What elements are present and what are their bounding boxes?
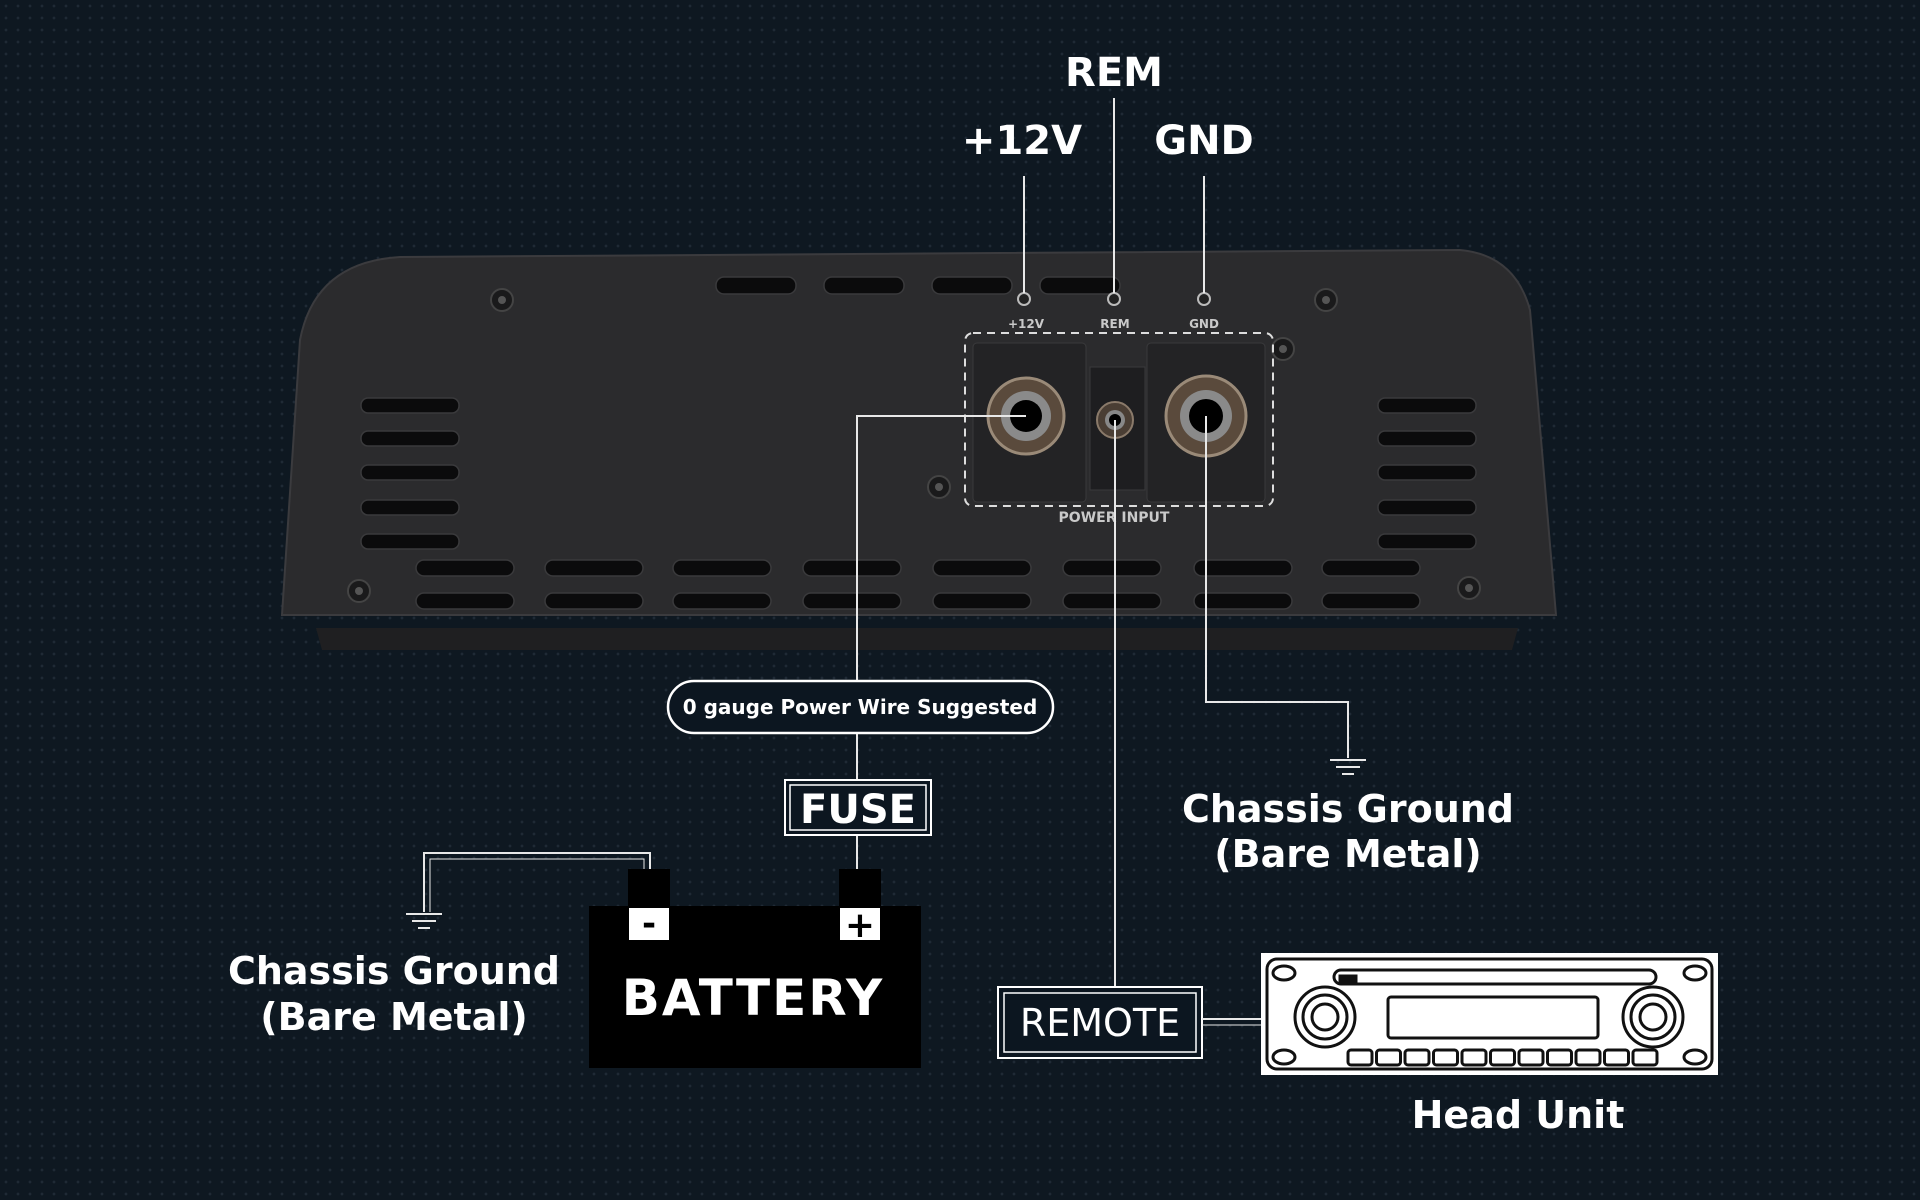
vent-slot — [802, 559, 902, 577]
vent-slot — [1039, 276, 1121, 295]
vent-slot — [360, 397, 460, 414]
vent-slot — [1321, 559, 1421, 577]
vent-slot — [931, 276, 1013, 295]
head-unit-illustration — [1261, 953, 1718, 1075]
power-input-outline — [964, 332, 1274, 507]
chassis-ground-left-line2: (Bare Metal) — [260, 995, 528, 1039]
vent-slot — [1062, 559, 1162, 577]
head-unit-button — [1403, 1048, 1431, 1067]
vent-slot — [544, 592, 644, 610]
plus12v-label: +12V — [962, 118, 1082, 164]
ground-symbol-right — [1330, 759, 1366, 775]
vent-slot — [1321, 592, 1421, 610]
vent-slot — [1062, 592, 1162, 610]
rem-label: REM — [1065, 50, 1163, 96]
negative-post — [628, 869, 670, 907]
vent-slot — [823, 276, 905, 295]
plus12v-small-label: +12V — [1008, 317, 1045, 331]
remote-box: REMOTE — [997, 986, 1203, 1059]
vent-slot — [544, 559, 644, 577]
rem-small-label: REM — [1100, 317, 1129, 331]
vent-slot — [360, 533, 460, 550]
screws — [347, 288, 1481, 603]
vent-slot — [802, 592, 902, 610]
vent-slot — [1377, 533, 1477, 550]
battery-ground-wire — [423, 852, 651, 912]
vent-slot — [672, 592, 772, 610]
vent-slot — [415, 592, 515, 610]
head-unit-button — [1517, 1048, 1545, 1067]
head-unit-button — [1489, 1048, 1516, 1067]
ground-symbol-left — [406, 913, 442, 929]
head-unit-button — [1603, 1048, 1630, 1067]
head-unit-button — [1375, 1048, 1402, 1067]
battery-ground-wire-inner — [429, 858, 645, 912]
fuse-label: FUSE — [800, 787, 916, 833]
power-wire-note: 0 gauge Power Wire Suggested — [683, 695, 1038, 719]
head-unit-button — [1546, 1048, 1573, 1067]
vent-slot — [1377, 430, 1477, 447]
power-wire — [856, 415, 1026, 681]
vent-slot — [360, 430, 460, 447]
vent-slot — [1377, 397, 1477, 414]
head-unit-button — [1432, 1048, 1459, 1067]
amp-body — [280, 248, 1558, 616]
amp-ground-wire — [1205, 416, 1349, 758]
head-unit-button — [1631, 1048, 1659, 1067]
head-unit-button — [1460, 1048, 1488, 1067]
remote-label: REMOTE — [1020, 1001, 1180, 1045]
vent-slot — [715, 276, 797, 295]
amp-base-flange — [316, 628, 1518, 650]
head-unit-label: Head Unit — [1412, 1093, 1625, 1137]
vent-slot — [415, 559, 515, 577]
positive-post — [839, 869, 881, 907]
fuse: FUSE — [784, 779, 932, 836]
vent-slot — [932, 559, 1032, 577]
chassis-ground-right-line2: (Bare Metal) — [1214, 832, 1482, 876]
vent-slot — [1377, 499, 1477, 516]
vent-slot — [932, 592, 1032, 610]
vent-slot — [1193, 592, 1293, 610]
amplifier: +12V REM GND POWER INPUT — [280, 248, 1558, 650]
vent-slot — [672, 559, 772, 577]
battery-label: BATTERY — [622, 969, 884, 1027]
negative-symbol: - — [642, 904, 656, 944]
gnd-small-label: GND — [1189, 317, 1219, 331]
head-unit-button — [1574, 1048, 1602, 1067]
chassis-ground-right-line1: Chassis Ground — [1182, 787, 1514, 831]
vent-slot — [360, 499, 460, 516]
vent-slots — [360, 276, 1477, 610]
chassis-ground-left-line1: Chassis Ground — [228, 949, 560, 993]
power-wire-note-pill: 0 gauge Power Wire Suggested — [666, 679, 1055, 735]
vent-slot — [1193, 559, 1293, 577]
positive-symbol: + — [845, 905, 875, 946]
vent-slot — [1377, 464, 1477, 481]
head-unit-button — [1346, 1048, 1374, 1067]
battery: - + BATTERY — [589, 869, 921, 1068]
gnd-label: GND — [1154, 118, 1254, 164]
vent-slot — [360, 464, 460, 481]
